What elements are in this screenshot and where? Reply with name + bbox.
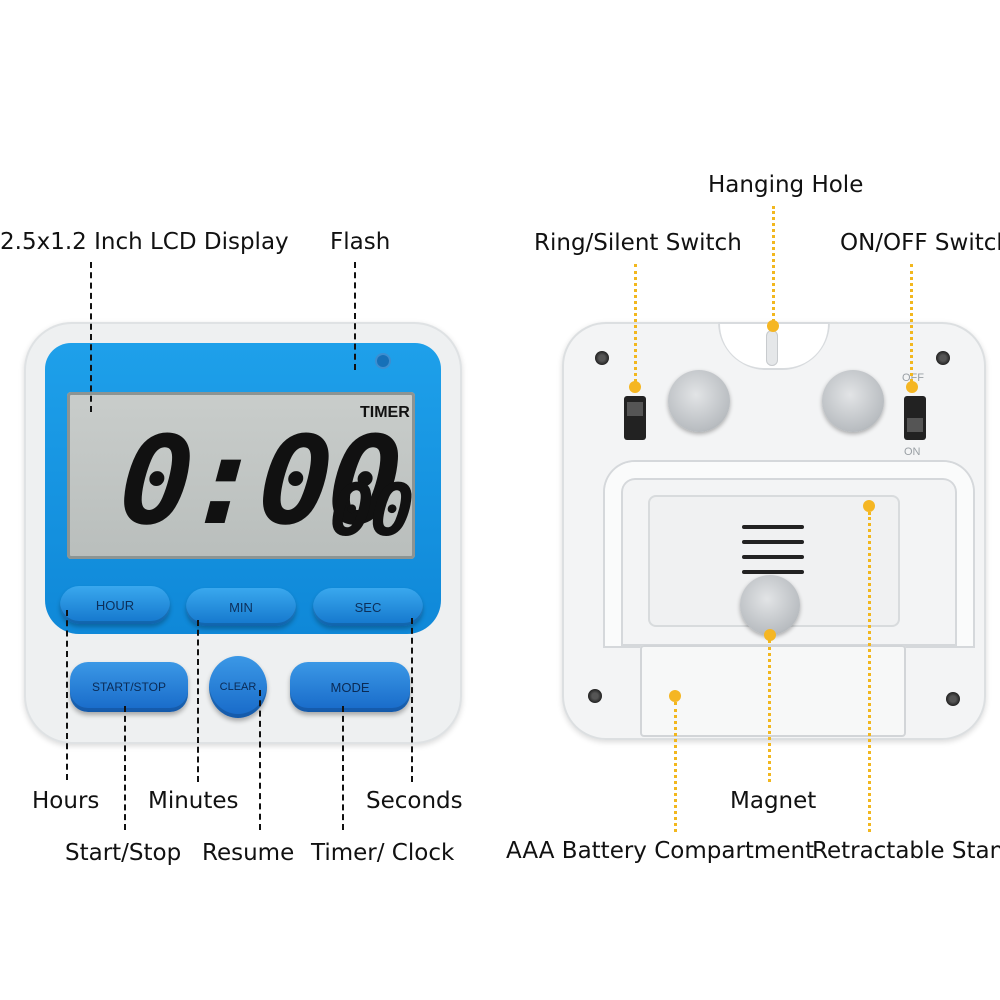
lead-battery [674, 702, 677, 832]
lead-stand [868, 512, 871, 832]
flash-light-icon [377, 355, 389, 367]
min-button[interactable]: MIN [186, 588, 296, 626]
rubber-foot-left [668, 370, 730, 432]
screw-top-right [936, 351, 950, 365]
callout-stand: Retractable Stand [812, 838, 1000, 864]
callout-resume: Resume [202, 840, 295, 866]
start-stop-button[interactable]: START/STOP [70, 662, 188, 712]
on-marking: ON [904, 446, 921, 458]
callout-ring-silent: Ring/Silent Switch [534, 230, 742, 256]
vent-slot-2 [742, 540, 804, 544]
lead-flash [354, 262, 356, 370]
dot-ring-silent [629, 381, 641, 393]
lead-hours [66, 610, 68, 780]
callout-timer-clock: Timer/ Clock [311, 840, 455, 866]
lead-timer-clock [342, 706, 344, 830]
lead-start-stop [124, 706, 126, 830]
lead-lcd-display [90, 262, 92, 412]
screw-bottom-left [588, 689, 602, 703]
lcd-seconds-digits: 00 [327, 468, 414, 552]
callout-flash: Flash [330, 229, 391, 255]
ring-silent-switch-knob [627, 402, 643, 416]
retractable-stand[interactable] [605, 462, 973, 646]
battery-compartment-cover[interactable] [640, 645, 906, 737]
off-marking: OFF [902, 372, 924, 384]
hour-button[interactable]: HOUR [60, 586, 170, 624]
lead-minutes [197, 620, 199, 782]
callout-lcd-display: 2.5x1.2 Inch LCD Display [0, 229, 289, 255]
rubber-foot-right [822, 370, 884, 432]
vent-slot-4 [742, 570, 804, 574]
callout-battery: AAA Battery Compartment [506, 838, 815, 864]
lead-on-off [910, 264, 913, 382]
callout-seconds: Seconds [366, 788, 463, 814]
hanging-hole [766, 330, 778, 366]
sec-button[interactable]: SEC [313, 588, 423, 626]
callout-hours: Hours [32, 788, 100, 814]
dot-stand [863, 500, 875, 512]
dot-on-off [906, 381, 918, 393]
dot-magnet [764, 629, 776, 641]
lcd-mode-indicator: TIMER [360, 404, 410, 421]
dot-hanging-hole [767, 320, 779, 332]
callout-start-stop: Start/Stop [65, 840, 182, 866]
screw-bottom-right [946, 692, 960, 706]
callout-minutes: Minutes [148, 788, 239, 814]
screw-top-left [595, 351, 609, 365]
callout-hanging-hole: Hanging Hole [708, 172, 864, 198]
vent-slot-3 [742, 555, 804, 559]
vent-slot-1 [742, 525, 804, 529]
clear-button[interactable]: CLEAR [209, 656, 267, 718]
magnet-pad [740, 575, 800, 635]
lead-hanging-hole [772, 206, 775, 322]
callout-magnet: Magnet [730, 788, 817, 814]
lead-ring-silent [634, 264, 637, 382]
callout-on-off: ON/OFF Switch [840, 230, 1000, 256]
on-off-switch-knob [907, 418, 923, 432]
dot-battery [669, 690, 681, 702]
lcd-display [67, 392, 415, 559]
lead-resume [259, 690, 261, 830]
mode-button[interactable]: MODE [290, 662, 410, 712]
lead-seconds [411, 618, 413, 782]
lead-magnet [768, 640, 771, 782]
